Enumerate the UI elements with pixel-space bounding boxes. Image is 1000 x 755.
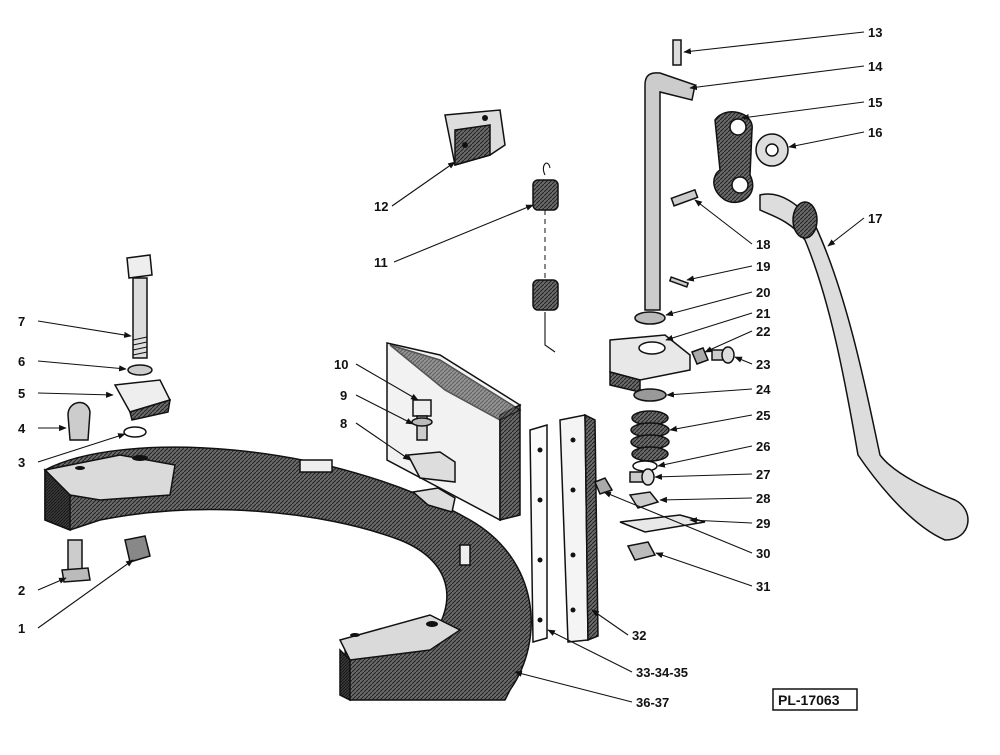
rod-bracket — [609, 334, 691, 393]
drawing-reference-text: PL-17063 — [778, 692, 840, 708]
callout-24: 24 — [756, 382, 771, 397]
callout-labels: 1 2 3 4 5 6 7 8 9 10 11 12 13 14 15 16 1… — [18, 25, 883, 710]
drawing-reference: PL-17063 — [772, 688, 858, 711]
callout-21: 21 — [756, 306, 770, 321]
clevis-pin — [670, 188, 699, 207]
lock — [594, 477, 614, 495]
callout-18: 18 — [756, 237, 770, 252]
leader-lines — [37, 31, 865, 703]
screw — [711, 346, 735, 364]
callout-5: 5 — [18, 386, 25, 401]
callout-9: 9 — [340, 388, 347, 403]
callout-32: 32 — [632, 628, 646, 643]
cotter-pin — [668, 276, 690, 288]
callout-4: 4 — [18, 421, 26, 436]
hex-nut — [124, 535, 151, 563]
callout-15: 15 — [868, 95, 882, 110]
rod-washer — [634, 311, 666, 325]
callout-7: 7 — [18, 314, 25, 329]
callout-19: 19 — [756, 259, 770, 274]
block-clip — [406, 451, 456, 513]
callout-27: 27 — [756, 467, 770, 482]
square-nut — [626, 541, 657, 561]
callout-10: 10 — [334, 357, 348, 372]
callout-1: 1 — [18, 621, 25, 636]
callout-2: 2 — [18, 583, 25, 598]
callout-33-34-35: 33-34-35 — [636, 665, 688, 680]
adjuster-block — [113, 379, 172, 421]
lever-washer — [755, 133, 789, 167]
return-spring — [532, 162, 559, 353]
callout-22: 22 — [756, 324, 770, 339]
washer — [127, 364, 153, 376]
stud — [61, 539, 91, 583]
callout-17: 17 — [868, 211, 882, 226]
brake-band — [43, 446, 532, 702]
callout-26: 26 — [756, 439, 770, 454]
callout-29: 29 — [756, 516, 770, 531]
spring-bracket — [444, 109, 506, 166]
callout-30: 30 — [756, 546, 770, 561]
callout-16: 16 — [868, 125, 882, 140]
brake-lever — [713, 111, 754, 204]
callout-23: 23 — [756, 357, 770, 372]
callout-14: 14 — [868, 59, 883, 74]
spring-seat-washer — [633, 388, 667, 402]
adjusting-screw — [629, 468, 655, 486]
callout-20: 20 — [756, 285, 770, 300]
callout-8: 8 — [340, 416, 347, 431]
spring-plate — [619, 514, 706, 533]
brake-handle — [759, 193, 969, 541]
acorn-nut — [67, 401, 91, 441]
callout-25: 25 — [756, 408, 770, 423]
callout-6: 6 — [18, 354, 25, 369]
cap-screw — [411, 399, 433, 441]
toothed-lockwasher — [691, 347, 709, 365]
operating-rod — [644, 39, 696, 311]
bolt — [126, 254, 153, 359]
callout-36-37: 36-37 — [636, 695, 669, 710]
callout-12: 12 — [374, 199, 388, 214]
liner-strip — [529, 423, 548, 643]
callout-28: 28 — [756, 491, 770, 506]
callout-11: 11 — [374, 255, 388, 270]
callout-13: 13 — [868, 25, 882, 40]
brake-lining — [559, 413, 599, 643]
compression-spring — [630, 410, 670, 462]
callout-3: 3 — [18, 455, 25, 470]
lock-washer — [123, 426, 147, 438]
callout-31: 31 — [756, 579, 770, 594]
jam-nut — [628, 491, 660, 509]
